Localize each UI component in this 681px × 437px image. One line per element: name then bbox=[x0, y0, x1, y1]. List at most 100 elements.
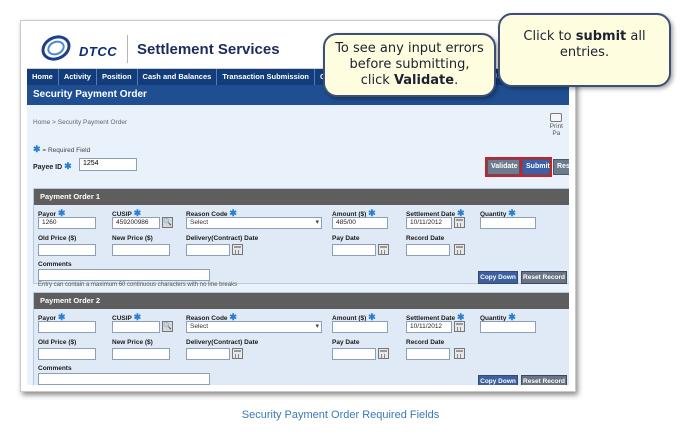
payee-label-text: Payee ID bbox=[33, 164, 63, 171]
required-asterisk-icon: ✱ bbox=[456, 312, 465, 322]
app-title: Settlement Services bbox=[137, 41, 280, 58]
quantity-label: Quantity ✱ bbox=[480, 208, 516, 218]
calendar-icon[interactable] bbox=[378, 348, 389, 359]
reason-code-select[interactable]: Select▾ bbox=[186, 217, 322, 229]
payor-label: Payor ✱ bbox=[38, 312, 66, 322]
required-asterisk-icon: ✱ bbox=[368, 312, 376, 322]
payment-order-2: Payment Order 2 Payor ✱ CUSIP ✱ 🔍 Reason… bbox=[33, 292, 569, 385]
delivery-date-input[interactable] bbox=[186, 348, 230, 360]
app-window: DTCC Settlement Services Home Activity P… bbox=[27, 27, 569, 385]
logo-text: DTCC bbox=[79, 44, 118, 59]
old-price-input[interactable] bbox=[38, 244, 96, 256]
calendar-icon[interactable] bbox=[454, 244, 465, 255]
pay-date-input[interactable] bbox=[332, 348, 376, 360]
nav-item-position[interactable]: Position bbox=[97, 69, 138, 85]
validate-button[interactable]: Validate bbox=[485, 157, 522, 177]
record-date-input[interactable] bbox=[406, 348, 450, 360]
new-price-label: New Price ($) bbox=[112, 235, 153, 242]
calendar-icon[interactable] bbox=[454, 217, 465, 228]
required-asterisk-icon: ✱ bbox=[229, 312, 237, 322]
nav-item-cash-balances[interactable]: Cash and Balances bbox=[138, 69, 218, 85]
nav-item-home[interactable]: Home bbox=[27, 69, 59, 85]
printer-icon bbox=[550, 113, 563, 122]
required-asterisk-icon: ✱ bbox=[368, 208, 376, 218]
required-note-text: = Required Field bbox=[42, 147, 91, 154]
cusip-label: CUSIP ✱ bbox=[112, 312, 142, 322]
comments-label: Comments bbox=[38, 365, 72, 372]
reason-code-select[interactable]: Select▾ bbox=[186, 321, 322, 333]
required-asterisk-icon: ✱ bbox=[33, 144, 41, 154]
old-price-input[interactable] bbox=[38, 348, 96, 360]
cusip-input[interactable]: 459200986 bbox=[112, 217, 160, 229]
copy-down-button[interactable]: Copy Down bbox=[478, 271, 518, 284]
title-divider bbox=[127, 35, 128, 63]
reset-record-button[interactable]: Reset Record bbox=[521, 375, 567, 385]
amount-input[interactable]: 485/00 bbox=[332, 217, 388, 229]
callout-text: Click to bbox=[523, 29, 576, 44]
print-label-2: Pa bbox=[552, 130, 561, 137]
print-link[interactable]: Print Pa bbox=[550, 113, 563, 137]
payee-id-label: Payee ID ✱ bbox=[33, 161, 72, 172]
chevron-down-icon: ▾ bbox=[315, 219, 319, 226]
breadcrumb[interactable]: Home > Security Payment Order bbox=[33, 119, 128, 126]
calendar-icon[interactable] bbox=[232, 244, 243, 255]
quantity-input[interactable] bbox=[480, 321, 536, 333]
cusip-input[interactable] bbox=[112, 321, 160, 333]
nav-item-activity[interactable]: Activity bbox=[59, 69, 97, 85]
callout-bold-text: submit bbox=[575, 29, 627, 44]
calendar-icon[interactable] bbox=[454, 321, 465, 332]
old-price-label: Old Price ($) bbox=[38, 339, 77, 346]
settlement-date-input[interactable]: 10/11/2012 bbox=[406, 217, 452, 229]
quantity-label: Quantity ✱ bbox=[480, 312, 516, 322]
validate-callout: To see any input errors before submittin… bbox=[323, 33, 496, 97]
callout-text-end: . bbox=[454, 73, 459, 88]
pay-date-label: Pay Date bbox=[332, 235, 360, 242]
required-asterisk-icon: ✱ bbox=[508, 208, 516, 218]
settlement-date-label: Settlement Date ✱ bbox=[406, 208, 465, 218]
payment-order-1: Payment Order 1 Payor ✱ 1260 CUSIP ✱ 459… bbox=[33, 188, 569, 288]
payment-order-header: Payment Order 1 bbox=[34, 189, 569, 205]
reset-record-button[interactable]: Reset Record bbox=[521, 271, 567, 284]
settlement-date-input[interactable]: 10/11/2012 bbox=[406, 321, 452, 333]
required-asterisk-icon: ✱ bbox=[57, 208, 66, 218]
reset-button[interactable]: Reset bbox=[553, 159, 569, 175]
dtcc-logo[interactable]: DTCC bbox=[35, 30, 125, 66]
copy-down-button[interactable]: Copy Down bbox=[478, 375, 518, 385]
payor-input[interactable] bbox=[38, 321, 96, 333]
amount-label: Amount ($) ✱ bbox=[332, 208, 376, 218]
payee-id-input[interactable]: 1254 bbox=[79, 158, 137, 171]
cusip-search-icon[interactable]: 🔍 bbox=[162, 321, 173, 332]
callout-text-end: all entries. bbox=[559, 29, 646, 60]
calendar-icon[interactable] bbox=[378, 244, 389, 255]
payor-label: Payor ✱ bbox=[38, 208, 66, 218]
new-price-input[interactable] bbox=[112, 348, 170, 360]
callout-bold-text: Validate bbox=[393, 73, 455, 88]
comments-input[interactable] bbox=[38, 373, 210, 385]
comments-label: Comments bbox=[38, 261, 72, 268]
callout-text: To see any input errors before submittin… bbox=[335, 41, 484, 88]
chevron-down-icon: ▾ bbox=[315, 323, 319, 330]
reason-code-label: Reason Code ✱ bbox=[186, 312, 237, 322]
delivery-date-label: Delivery(Contract) Date bbox=[186, 235, 259, 242]
required-asterisk-icon: ✱ bbox=[57, 312, 66, 322]
required-asterisk-icon: ✱ bbox=[229, 208, 237, 218]
calendar-icon[interactable] bbox=[232, 348, 243, 359]
required-asterisk-icon: ✱ bbox=[64, 161, 72, 171]
amount-input[interactable] bbox=[332, 321, 388, 333]
quantity-input[interactable] bbox=[480, 217, 536, 229]
nav-item-transaction-submission[interactable]: Transaction Submission bbox=[217, 69, 315, 85]
required-asterisk-icon: ✱ bbox=[133, 208, 142, 218]
pay-date-input[interactable] bbox=[332, 244, 376, 256]
comments-input[interactable] bbox=[38, 269, 210, 281]
submit-callout: Click to submit all entries. bbox=[498, 13, 671, 87]
submit-button[interactable]: Submit bbox=[520, 157, 552, 177]
delivery-date-input[interactable] bbox=[186, 244, 230, 256]
payor-input[interactable]: 1260 bbox=[38, 217, 96, 229]
new-price-input[interactable] bbox=[112, 244, 170, 256]
cusip-search-icon[interactable]: 🔍 bbox=[162, 217, 173, 228]
pay-date-label: Pay Date bbox=[332, 339, 360, 346]
calendar-icon[interactable] bbox=[454, 348, 465, 359]
delivery-date-label: Delivery(Contract) Date bbox=[186, 339, 259, 346]
new-price-label: New Price ($) bbox=[112, 339, 153, 346]
record-date-input[interactable] bbox=[406, 244, 450, 256]
